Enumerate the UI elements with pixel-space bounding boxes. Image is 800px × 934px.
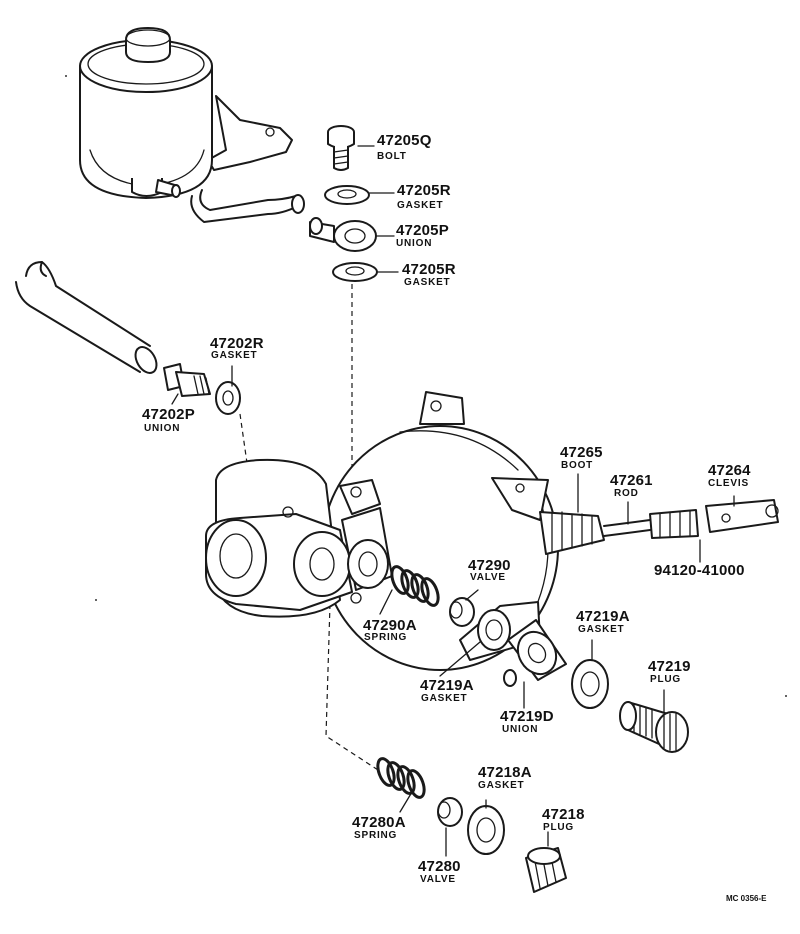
- label-47218-name: PLUG: [543, 822, 574, 833]
- bolt-47205Q: [327, 125, 355, 171]
- label-47290-number: 47290: [468, 557, 511, 574]
- label-47219A-left-number: 47219A: [420, 677, 474, 694]
- reservoir-hose: [190, 189, 305, 223]
- hydraulic-cylinder: [205, 458, 393, 618]
- label-47205P-name: UNION: [396, 238, 433, 249]
- label-94120-41000-number: 94120-41000: [654, 562, 745, 579]
- label-47202P-name: UNION: [144, 423, 181, 434]
- label-47205P-number: 47205P: [396, 222, 449, 239]
- union-47205P: [309, 217, 377, 252]
- label-47202P-number: 47202P: [142, 406, 195, 423]
- gasket-47219A-left: [477, 609, 511, 651]
- label-47290-name: VALVE: [470, 572, 506, 583]
- label-47280-name: VALVE: [420, 874, 456, 885]
- label-47218A-number: 47218A: [478, 764, 532, 781]
- gasket-47218A: [467, 805, 505, 855]
- supply-hose: [15, 261, 158, 374]
- plug-47219: [619, 701, 689, 753]
- valve-47290: [449, 597, 475, 627]
- label-47205R-upper-name: GASKET: [397, 200, 444, 211]
- diagram-code: MC 0356-E: [726, 894, 767, 903]
- push-rod-assembly: [539, 499, 779, 555]
- gasket-47205R-lower: [332, 262, 378, 282]
- gasket-47219A-right: [571, 659, 609, 709]
- reservoir-tank: [79, 27, 293, 199]
- leader-lines: [171, 145, 735, 857]
- label-47205Q-number: 47205Q: [377, 132, 432, 149]
- label-47219-name: PLUG: [650, 674, 681, 685]
- label-47264-number: 47264: [708, 462, 751, 479]
- label-47205R-upper-number: 47205R: [397, 182, 451, 199]
- gasket-47202R: [215, 381, 241, 415]
- label-47218A-name: GASKET: [478, 780, 525, 791]
- union-47219D: [503, 619, 567, 687]
- gasket-47205R-upper: [324, 185, 370, 205]
- label-47280A-name: SPRING: [354, 830, 398, 841]
- label-47205R-lower-name: GASKET: [404, 277, 451, 288]
- label-47219A-right-name: GASKET: [578, 624, 625, 635]
- label-47261-number: 47261: [610, 472, 653, 489]
- label-47265-number: 47265: [560, 444, 603, 461]
- label-47219A-right-number: 47219A: [576, 608, 630, 625]
- label-47264-name: CLEVIS: [708, 478, 749, 489]
- label-47265-name: BOOT: [561, 460, 594, 471]
- label-47205R-lower-number: 47205R: [402, 261, 456, 278]
- union-47202P: [163, 363, 211, 397]
- label-47202R-number: 47202R: [210, 335, 264, 352]
- label-47219A-left-name: GASKET: [421, 693, 468, 704]
- label-47280A-number: 47280A: [352, 814, 406, 831]
- label-47202R-name: GASKET: [211, 350, 258, 361]
- label-47290A-number: 47290A: [363, 617, 417, 634]
- spring-47280A: [376, 757, 426, 799]
- label-47290A-name: SPRING: [364, 632, 408, 643]
- label-47219D-name: UNION: [502, 724, 539, 735]
- label-47219D-number: 47219D: [500, 708, 554, 725]
- label-47219-number: 47219: [648, 658, 691, 675]
- spring-47290A: [390, 565, 440, 607]
- valve-47280: [437, 797, 463, 827]
- label-47261-name: ROD: [614, 488, 639, 499]
- label-47218-number: 47218: [542, 806, 585, 823]
- label-47205Q-name: BOLT: [377, 151, 407, 162]
- label-47280-number: 47280: [418, 858, 461, 875]
- plug-47218: [525, 847, 567, 893]
